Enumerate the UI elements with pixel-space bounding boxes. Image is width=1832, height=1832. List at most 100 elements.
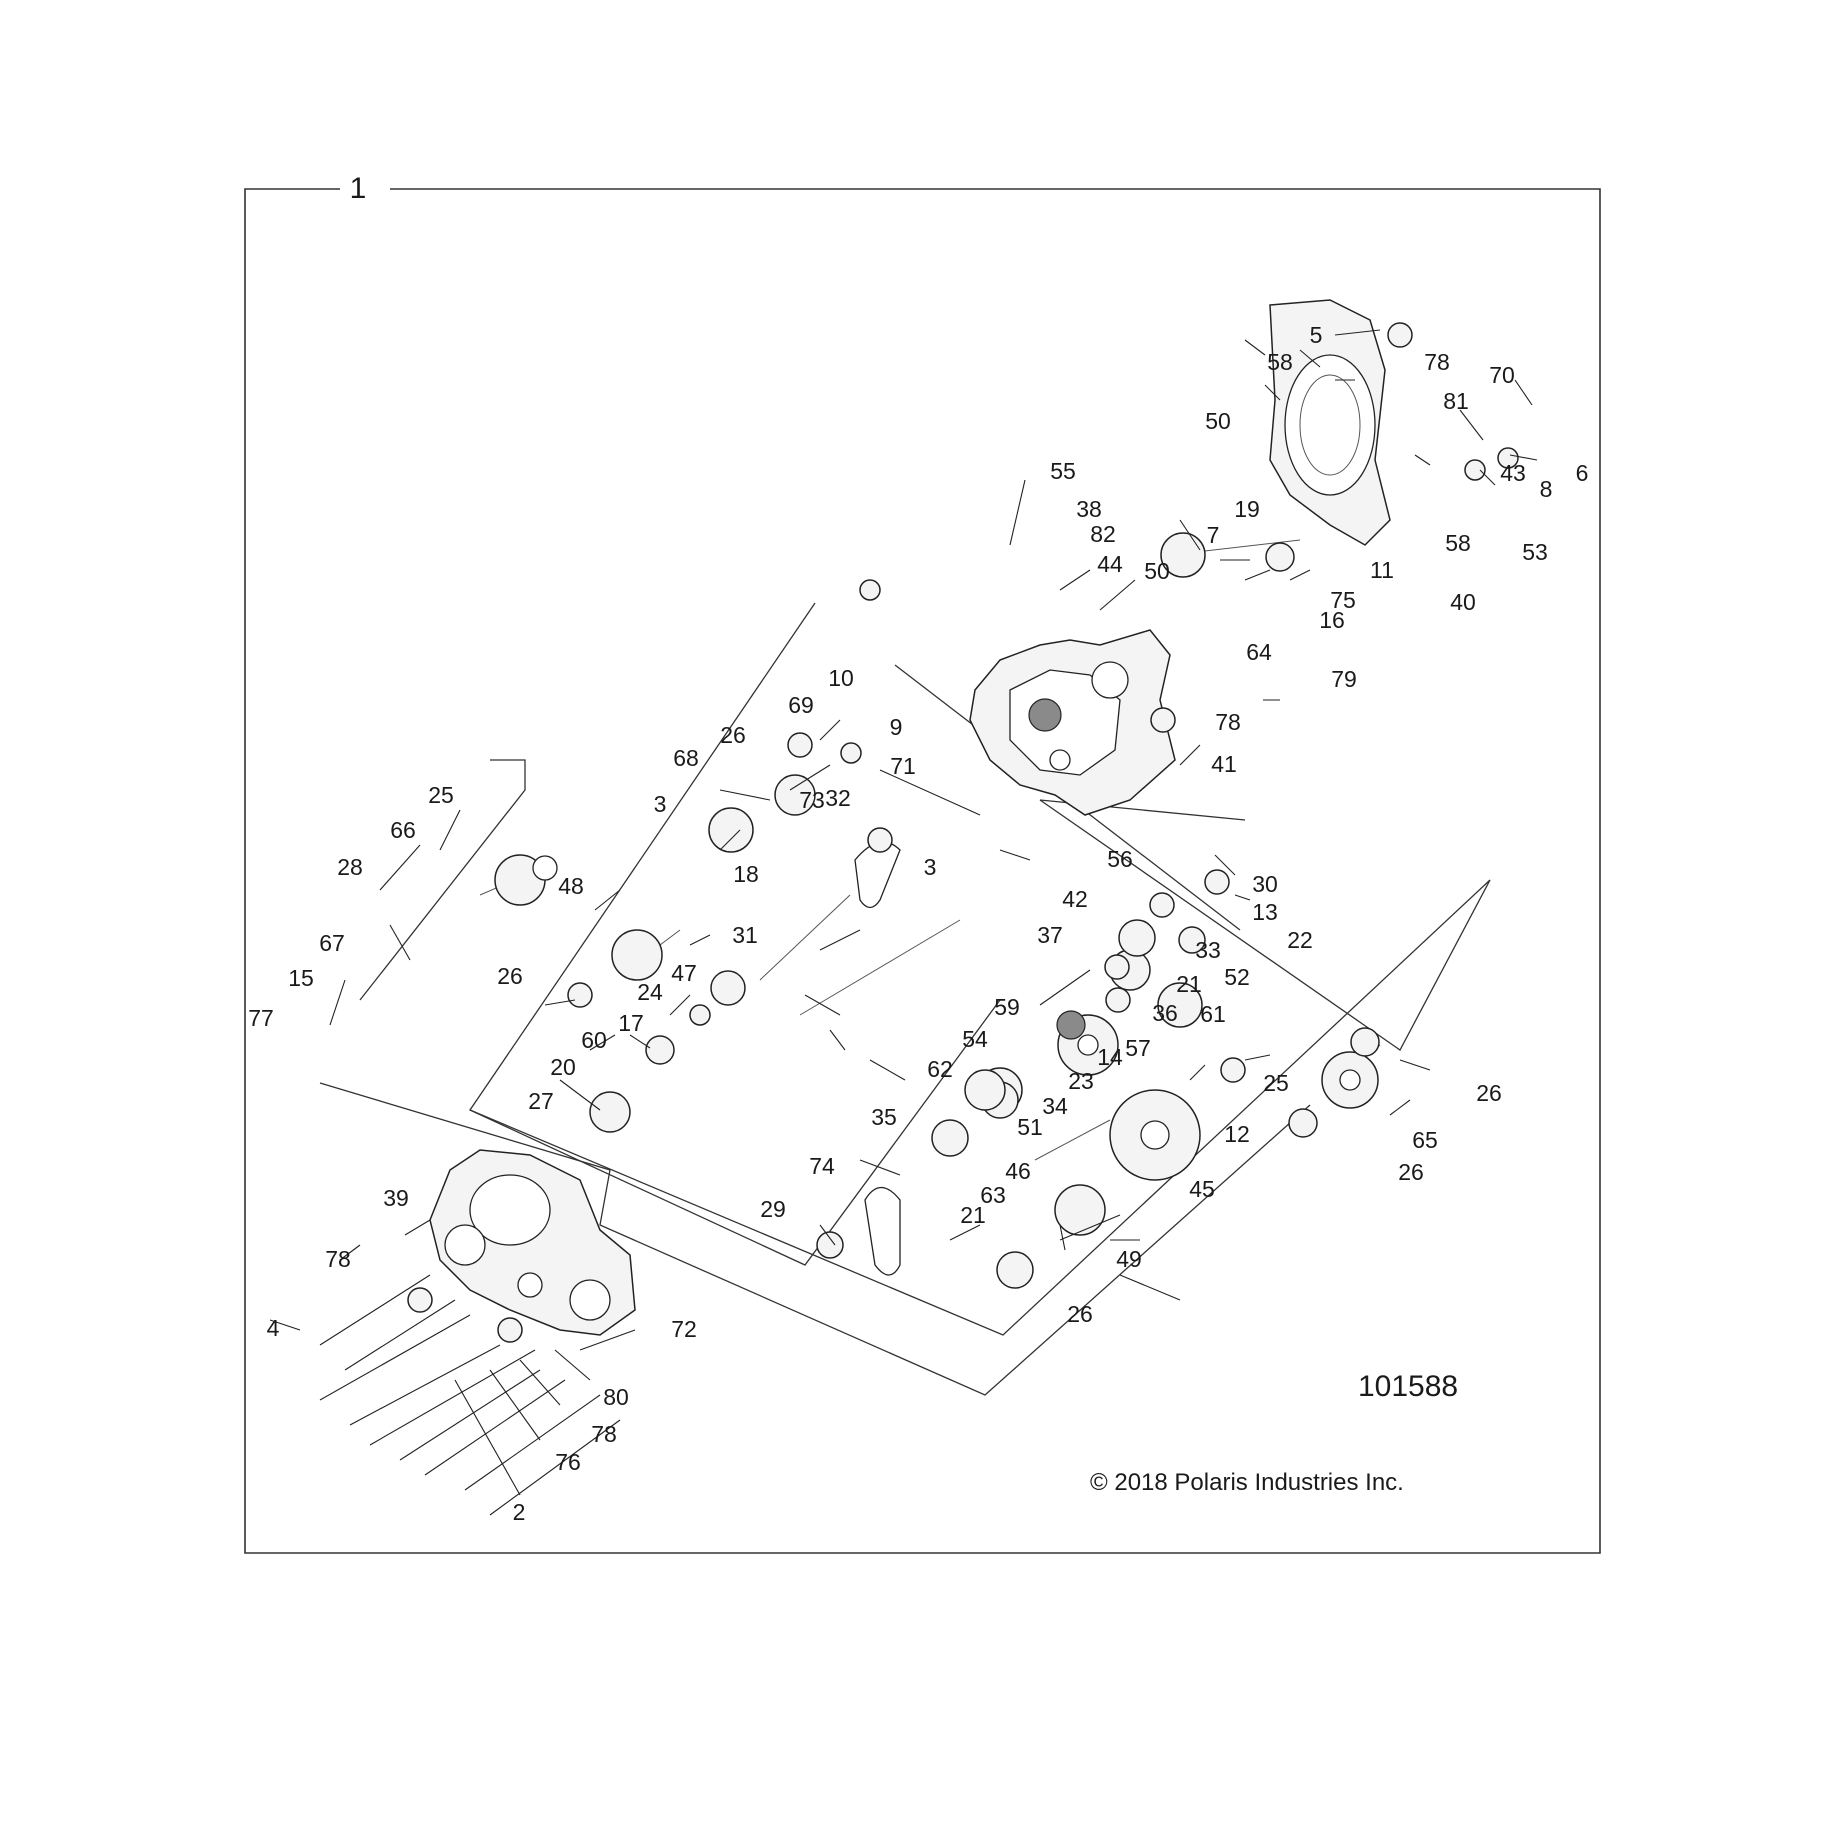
leader-lines <box>269 329 1538 1496</box>
callout-61: 61 <box>1200 1001 1226 1027</box>
callout-53: 53 <box>1522 539 1548 565</box>
callout-25: 25 <box>428 782 454 808</box>
callout-27: 27 <box>528 1088 554 1114</box>
callout-43: 43 <box>1500 460 1526 486</box>
callout-50: 50 <box>1144 558 1170 584</box>
case-half <box>429 1149 636 1336</box>
callout-21: 21 <box>1176 971 1202 997</box>
callout-72: 72 <box>671 1316 697 1342</box>
callout-42: 42 <box>1062 886 1088 912</box>
callout-34: 34 <box>1042 1093 1068 1119</box>
callout-15: 15 <box>288 965 314 991</box>
callout-26: 26 <box>720 722 746 748</box>
callout-8: 8 <box>1540 476 1553 502</box>
callout-49: 49 <box>1116 1246 1142 1272</box>
callout-46: 46 <box>1005 1158 1031 1184</box>
copyright-notice: © 2018 Polaris Industries Inc. <box>1090 1469 1404 1496</box>
callout-70: 70 <box>1489 362 1515 388</box>
callout-69: 69 <box>788 692 814 718</box>
callout-58: 58 <box>1445 530 1471 556</box>
callout-63: 63 <box>980 1182 1006 1208</box>
callout-78: 78 <box>325 1246 351 1272</box>
callout-66: 66 <box>390 817 416 843</box>
callout-41: 41 <box>1211 751 1237 777</box>
callout-57: 57 <box>1125 1035 1151 1061</box>
callout-81: 81 <box>1443 388 1469 414</box>
callout-26: 26 <box>1067 1301 1093 1327</box>
callout-28: 28 <box>337 854 363 880</box>
callout-47: 47 <box>671 960 697 986</box>
callout-2: 2 <box>513 1499 526 1525</box>
callout-60: 60 <box>581 1027 607 1053</box>
callout-7: 7 <box>1207 522 1220 548</box>
callout-62: 62 <box>927 1056 953 1082</box>
callout-56: 56 <box>1107 846 1133 872</box>
callout-36: 36 <box>1152 1000 1178 1026</box>
callout-13: 13 <box>1252 899 1278 925</box>
callout-65: 65 <box>1412 1127 1438 1153</box>
callout-54: 54 <box>962 1026 988 1052</box>
callout-29: 29 <box>760 1196 786 1222</box>
callout-74: 74 <box>809 1153 835 1179</box>
callout-82: 82 <box>1090 521 1116 547</box>
callout-64: 64 <box>1246 639 1272 665</box>
bolts <box>319 1274 621 1516</box>
callout-16: 16 <box>1319 607 1345 633</box>
callout-73: 73 <box>799 787 825 813</box>
components <box>407 322 1519 1343</box>
callout-30: 30 <box>1252 871 1278 897</box>
callout-44: 44 <box>1097 551 1123 577</box>
callout-50: 50 <box>1205 408 1231 434</box>
callout-6: 6 <box>1576 460 1589 486</box>
callout-79: 79 <box>1331 666 1357 692</box>
callout-55: 55 <box>1050 458 1076 484</box>
callout-48: 48 <box>558 873 584 899</box>
gearbox-cover <box>1269 299 1391 546</box>
assembly-number: 1 <box>350 172 367 205</box>
callout-33: 33 <box>1195 937 1221 963</box>
callout-26: 26 <box>1398 1159 1424 1185</box>
callout-19: 19 <box>1234 496 1260 522</box>
callout-12: 12 <box>1224 1121 1250 1147</box>
callout-35: 35 <box>871 1104 897 1130</box>
callout-78: 78 <box>591 1421 617 1447</box>
callout-38: 38 <box>1076 496 1102 522</box>
callout-40: 40 <box>1450 589 1476 615</box>
callout-80: 80 <box>603 1384 629 1410</box>
callout-45: 45 <box>1189 1176 1215 1202</box>
callout-4: 4 <box>267 1315 280 1341</box>
diagram-reference-number: 101588 <box>1358 1370 1458 1403</box>
callout-3: 3 <box>654 791 667 817</box>
callout-78: 78 <box>1424 349 1450 375</box>
callout-68: 68 <box>673 745 699 771</box>
callout-18: 18 <box>733 861 759 887</box>
callout-51: 51 <box>1017 1114 1043 1140</box>
callout-17: 17 <box>618 1010 644 1036</box>
callout-9: 9 <box>890 714 903 740</box>
transmission-case <box>969 629 1176 816</box>
callout-76: 76 <box>555 1449 581 1475</box>
callout-31: 31 <box>732 922 758 948</box>
callout-14: 14 <box>1097 1044 1123 1070</box>
callout-21: 21 <box>960 1202 986 1228</box>
callout-37: 37 <box>1037 922 1063 948</box>
callout-3: 3 <box>924 854 937 880</box>
callout-11: 11 <box>1370 557 1394 583</box>
callout-20: 20 <box>550 1054 576 1080</box>
callout-26: 26 <box>1476 1080 1502 1106</box>
callout-10: 10 <box>828 665 854 691</box>
callout-39: 39 <box>383 1185 409 1211</box>
callout-59: 59 <box>994 994 1020 1020</box>
callout-78: 78 <box>1215 709 1241 735</box>
callout-labels: 5 58 78 70 50 81 6 8 43 55 38 82 44 50 1… <box>248 322 1588 1525</box>
callout-75: 75 <box>1330 587 1356 613</box>
callout-67: 67 <box>319 930 345 956</box>
callout-25: 25 <box>1263 1070 1289 1096</box>
callout-26: 26 <box>497 963 523 989</box>
callout-52: 52 <box>1224 964 1250 990</box>
callout-32: 32 <box>825 785 851 811</box>
callout-23: 23 <box>1068 1068 1094 1094</box>
callout-77: 77 <box>248 1005 274 1031</box>
callout-71: 71 <box>890 753 916 779</box>
